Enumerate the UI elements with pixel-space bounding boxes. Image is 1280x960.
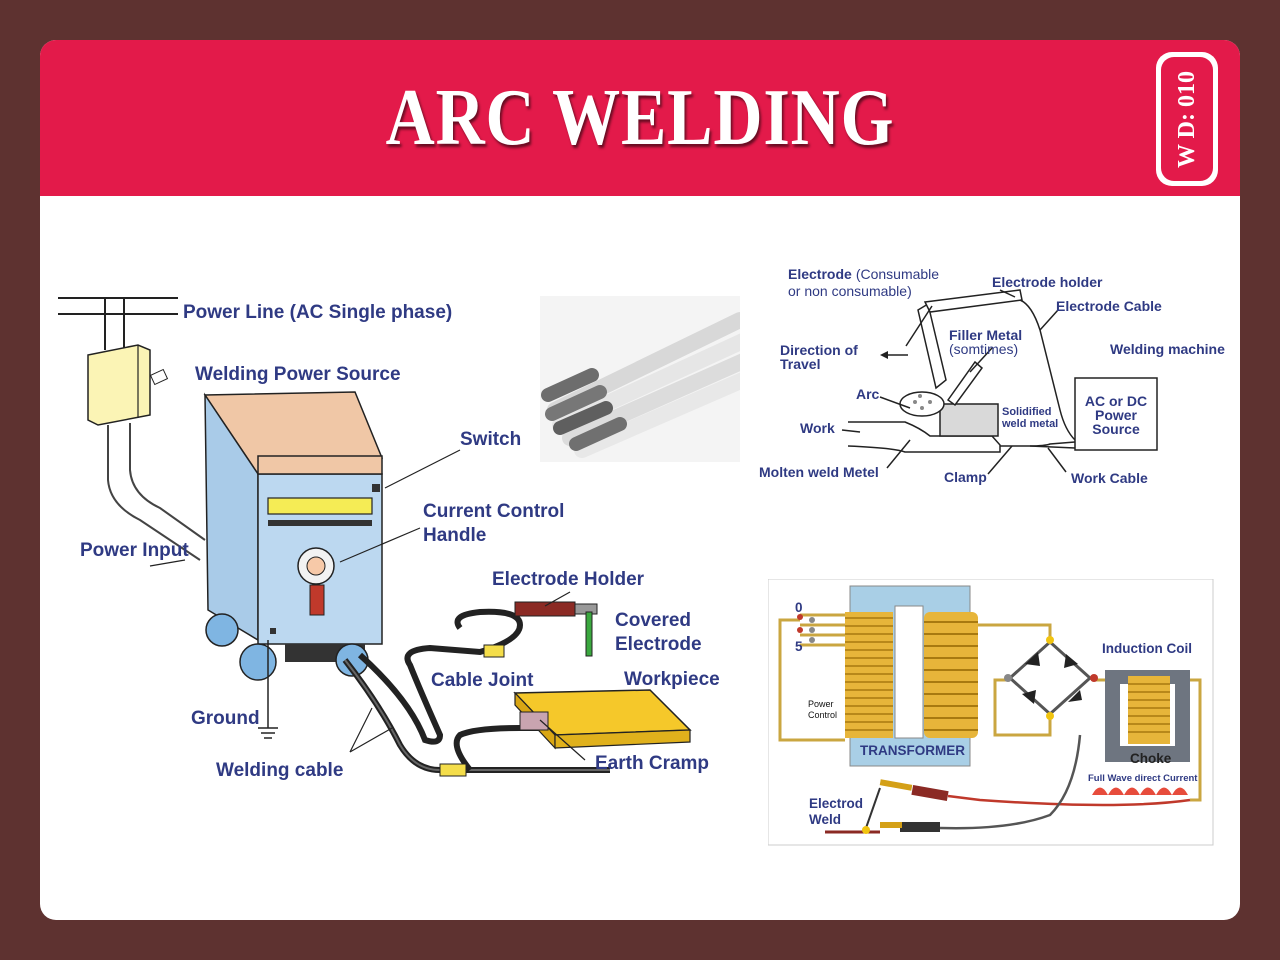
- welding-machine-diagram: Power Line (AC Single phase) Welding Pow…: [58, 296, 740, 781]
- electrode-holder: [514, 601, 598, 657]
- label-switch: Switch: [460, 429, 521, 450]
- arc-process-diagram: Electrode(Consumable or non consumable) …: [759, 266, 1225, 486]
- label-choke: Choke: [1130, 751, 1172, 766]
- tap-wires: [778, 613, 845, 742]
- primary-coil: [845, 612, 893, 738]
- label-full-wave: Full Wave direct Current: [1088, 773, 1198, 784]
- label-tap-5: 5: [795, 639, 803, 654]
- electrode-rods-image: [540, 296, 740, 462]
- output-holder: [825, 779, 949, 834]
- label-work: Work: [800, 420, 835, 436]
- label-direction-2: Travel: [780, 356, 820, 372]
- label-weld: Weld: [809, 812, 841, 827]
- workpiece: [513, 689, 692, 750]
- label-power-control-1: Power: [808, 699, 834, 709]
- label-electrode-cable: Electrode Cable: [1056, 298, 1162, 314]
- label-source-1: AC or DC: [1085, 393, 1147, 409]
- label-electrod: Electrod: [809, 796, 863, 811]
- label-workpiece: Workpiece: [624, 669, 720, 690]
- label-earth-cramp: Earth Cramp: [595, 753, 709, 774]
- svg-text:Electrode(Consumable: Electrode(Consumable: [788, 266, 939, 282]
- label-filler-note: (somtimes): [949, 341, 1018, 357]
- title-banner: ARC WELDING W D: 010: [40, 40, 1240, 196]
- power-line-wires: [58, 297, 178, 350]
- secondary-coil: [924, 612, 978, 738]
- label-ground: Ground: [191, 708, 260, 729]
- label-welding-cable: Welding cable: [216, 760, 343, 781]
- label-power-control-2: Control: [808, 710, 837, 720]
- label-solidified-1: Solidified: [1002, 406, 1052, 418]
- bridge-rectifier: [1004, 636, 1098, 720]
- label-electrode-consumable: (Consumable: [856, 266, 939, 282]
- fuse-box: [87, 344, 169, 426]
- label-clamp: Clamp: [944, 469, 987, 485]
- label-power-line: Power Line (AC Single phase): [183, 302, 452, 323]
- label-transformer: TRANSFORMER: [860, 743, 965, 758]
- label-cable-joint: Cable Joint: [431, 670, 534, 691]
- dc-waveform: [1092, 787, 1188, 795]
- label-arc: Arc: [856, 386, 880, 402]
- power-input-cable: [107, 423, 206, 561]
- slide-card: ARC WELDING W D: 010: [40, 40, 1240, 920]
- label-work-cable: Work Cable: [1071, 470, 1148, 486]
- label-filler-metal: Filler Metal: [949, 327, 1022, 343]
- label-power-input: Power Input: [80, 540, 189, 561]
- label-molten-weld: Molten weld Metel: [759, 464, 879, 480]
- welding-cables: [342, 608, 610, 777]
- label-source-2: Power: [1095, 407, 1138, 423]
- label-electrode-line2: or non consumable): [788, 283, 912, 299]
- label-welding-power-source: Welding Power Source: [195, 364, 401, 385]
- label-current-control-2: Handle: [423, 525, 486, 546]
- label-current-control-1: Current Control: [423, 501, 564, 522]
- label-direction-1: Direction of: [780, 342, 858, 358]
- label-solidified-2: weld metal: [1001, 418, 1058, 430]
- label-induction-coil: Induction Coil: [1102, 641, 1192, 656]
- label-source-3: Source: [1092, 421, 1140, 437]
- welding-power-source: [203, 391, 384, 681]
- welding-circuit-diagram: 0 5 Power Control TRANSFORMER Induction …: [768, 579, 1214, 846]
- label-covered-electrode-1: Covered: [615, 610, 691, 631]
- label-electrode: Electrode: [788, 266, 852, 282]
- slide-code: W D: 010: [1173, 70, 1200, 168]
- label-covered-electrode-2: Electrode: [615, 634, 702, 655]
- slide-code-badge: W D: 010: [1156, 52, 1218, 186]
- label-tap-0: 0: [795, 600, 803, 615]
- choke: [1105, 670, 1190, 762]
- label-pointers: [149, 449, 586, 761]
- label-electrode-holder: Electrode Holder: [492, 569, 645, 590]
- slide-title: ARC WELDING: [385, 73, 895, 162]
- label-welding-machine: Welding machine: [1110, 341, 1225, 357]
- ground-symbol: [258, 640, 278, 739]
- label-electrode-holder-proc: Electrode holder: [992, 274, 1103, 290]
